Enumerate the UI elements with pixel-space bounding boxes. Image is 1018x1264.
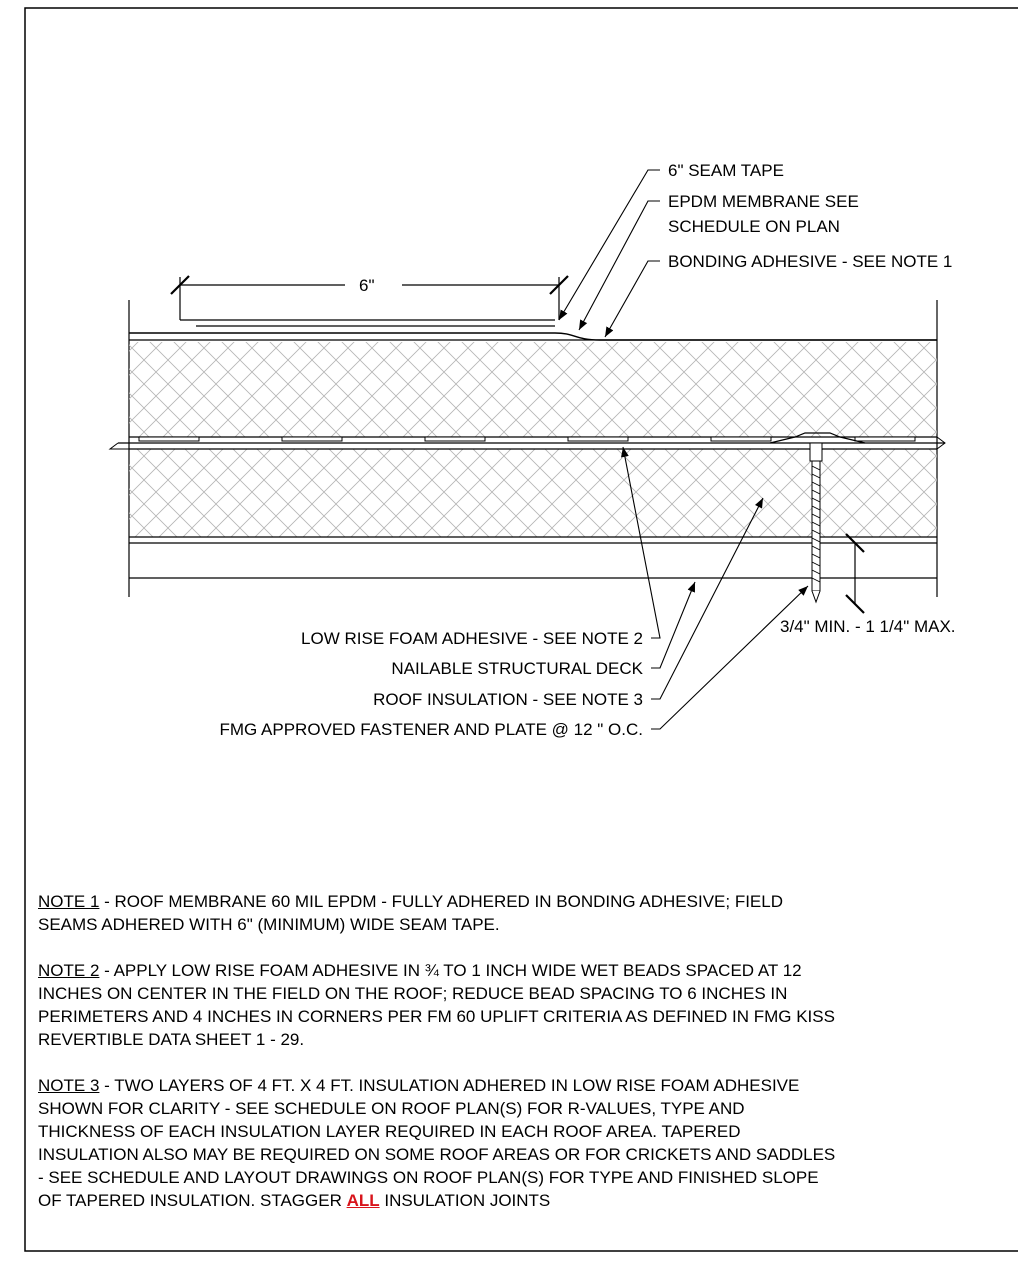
- callout-membrane-line1: EPDM MEMBRANE SEE: [668, 192, 859, 211]
- leader-foam-adhesive: [620, 446, 661, 639]
- structural-deck: [129, 536, 937, 579]
- callout-seam-tape: 6" SEAM TAPE: [668, 161, 784, 180]
- note-3: NOTE 3 - TWO LAYERS OF 4 FT. X 4 FT. INS…: [38, 1074, 1013, 1212]
- stagger-all-emphasis: ALL: [346, 1191, 380, 1210]
- note-1-text: - ROOF MEMBRANE 60 MIL EPDM - FULLY ADHE…: [99, 892, 784, 911]
- penetration-dim-label: 3/4" MIN. - 1 1/4" MAX.: [780, 617, 956, 636]
- note-3-line-6: OF TAPERED INSULATION. STAGGER ALL INSUL…: [38, 1189, 1013, 1212]
- note-1-line-1: NOTE 1 - ROOF MEMBRANE 60 MIL EPDM - FUL…: [38, 890, 1013, 913]
- note-1-heading: NOTE 1: [38, 892, 100, 911]
- callout-foam-adhesive: LOW RISE FOAM ADHESIVE - SEE NOTE 2: [301, 629, 643, 648]
- leader-fastener: [651, 585, 809, 730]
- note-2-text: - APPLY LOW RISE FOAM ADHESIVE IN ¾ TO 1…: [99, 961, 802, 980]
- leader-structural-deck: [651, 581, 696, 669]
- note-2-line-1: NOTE 2 - APPLY LOW RISE FOAM ADHESIVE IN…: [38, 959, 1013, 982]
- callout-bonding-adhesive: BONDING ADHESIVE - SEE NOTE 1: [668, 252, 952, 271]
- fastener-plate: [769, 432, 866, 444]
- insulation-layer-top: [129, 342, 937, 437]
- epdm-membrane: [129, 319, 937, 341]
- callout-fastener: FMG APPROVED FASTENER AND PLATE @ 12 " O…: [219, 720, 643, 739]
- note-2-line-4: REVERTIBLE DATA SHEET 1 - 29.: [38, 1030, 305, 1049]
- leader-roof-insulation: [651, 497, 764, 700]
- note-3-line-6-post: INSULATION JOINTS: [379, 1191, 551, 1210]
- fastener-screw: [809, 442, 823, 604]
- note-3-line-3: THICKNESS OF EACH INSULATION LAYER REQUI…: [38, 1122, 741, 1141]
- leader-bonding-adhesive: [604, 260, 660, 338]
- penetration-dimension: [845, 533, 865, 614]
- callout-roof-insulation: ROOF INSULATION - SEE NOTE 3: [373, 690, 643, 709]
- note-3-line-5: - SEE SCHEDULE AND LAYOUT DRAWINGS ON RO…: [38, 1168, 819, 1187]
- leader-seam-tape: [558, 169, 660, 321]
- foam-adhesive-beads: [138, 436, 916, 442]
- note-1: NOTE 1 - ROOF MEMBRANE 60 MIL EPDM - FUL…: [38, 890, 1013, 936]
- note-3-line-4: INSULATION ALSO MAY BE REQUIRED ON SOME …: [38, 1145, 836, 1164]
- notes-block: NOTE 1 - ROOF MEMBRANE 60 MIL EPDM - FUL…: [38, 890, 1013, 1235]
- insulation-layer-bottom: [129, 449, 937, 537]
- seam-width-dimension: [170, 275, 569, 320]
- note-2-line-2: INCHES ON CENTER IN THE FIELD ON THE ROO…: [38, 984, 788, 1003]
- note-3-heading: NOTE 3: [38, 1076, 100, 1095]
- sheet-border: [24, 7, 1018, 1252]
- note-3-line-2: SHOWN FOR CLARITY - SEE SCHEDULE ON ROOF…: [38, 1099, 745, 1118]
- note-3-text: - TWO LAYERS OF 4 FT. X 4 FT. INSULATION…: [99, 1076, 800, 1095]
- seam-width-dim-label: 6": [359, 276, 375, 295]
- break-mark-right: [936, 436, 946, 450]
- note-3-line-1: NOTE 3 - TWO LAYERS OF 4 FT. X 4 FT. INS…: [38, 1074, 1013, 1097]
- callout-structural-deck: NAILABLE STRUCTURAL DECK: [391, 659, 643, 678]
- note-2: NOTE 2 - APPLY LOW RISE FOAM ADHESIVE IN…: [38, 959, 1013, 1051]
- break-mark-left: [108, 442, 129, 450]
- callout-membrane-line2: SCHEDULE ON PLAN: [668, 217, 840, 236]
- leader-membrane: [578, 200, 660, 331]
- note-2-heading: NOTE 2: [38, 961, 100, 980]
- note-2-line-3: PERIMETERS AND 4 INCHES IN CORNERS PER F…: [38, 1007, 835, 1026]
- note-3-line-6-pre: OF TAPERED INSULATION. STAGGER: [38, 1191, 347, 1210]
- note-1-line-2: SEAMS ADHERED WITH 6" (MINIMUM) WIDE SEA…: [38, 915, 500, 934]
